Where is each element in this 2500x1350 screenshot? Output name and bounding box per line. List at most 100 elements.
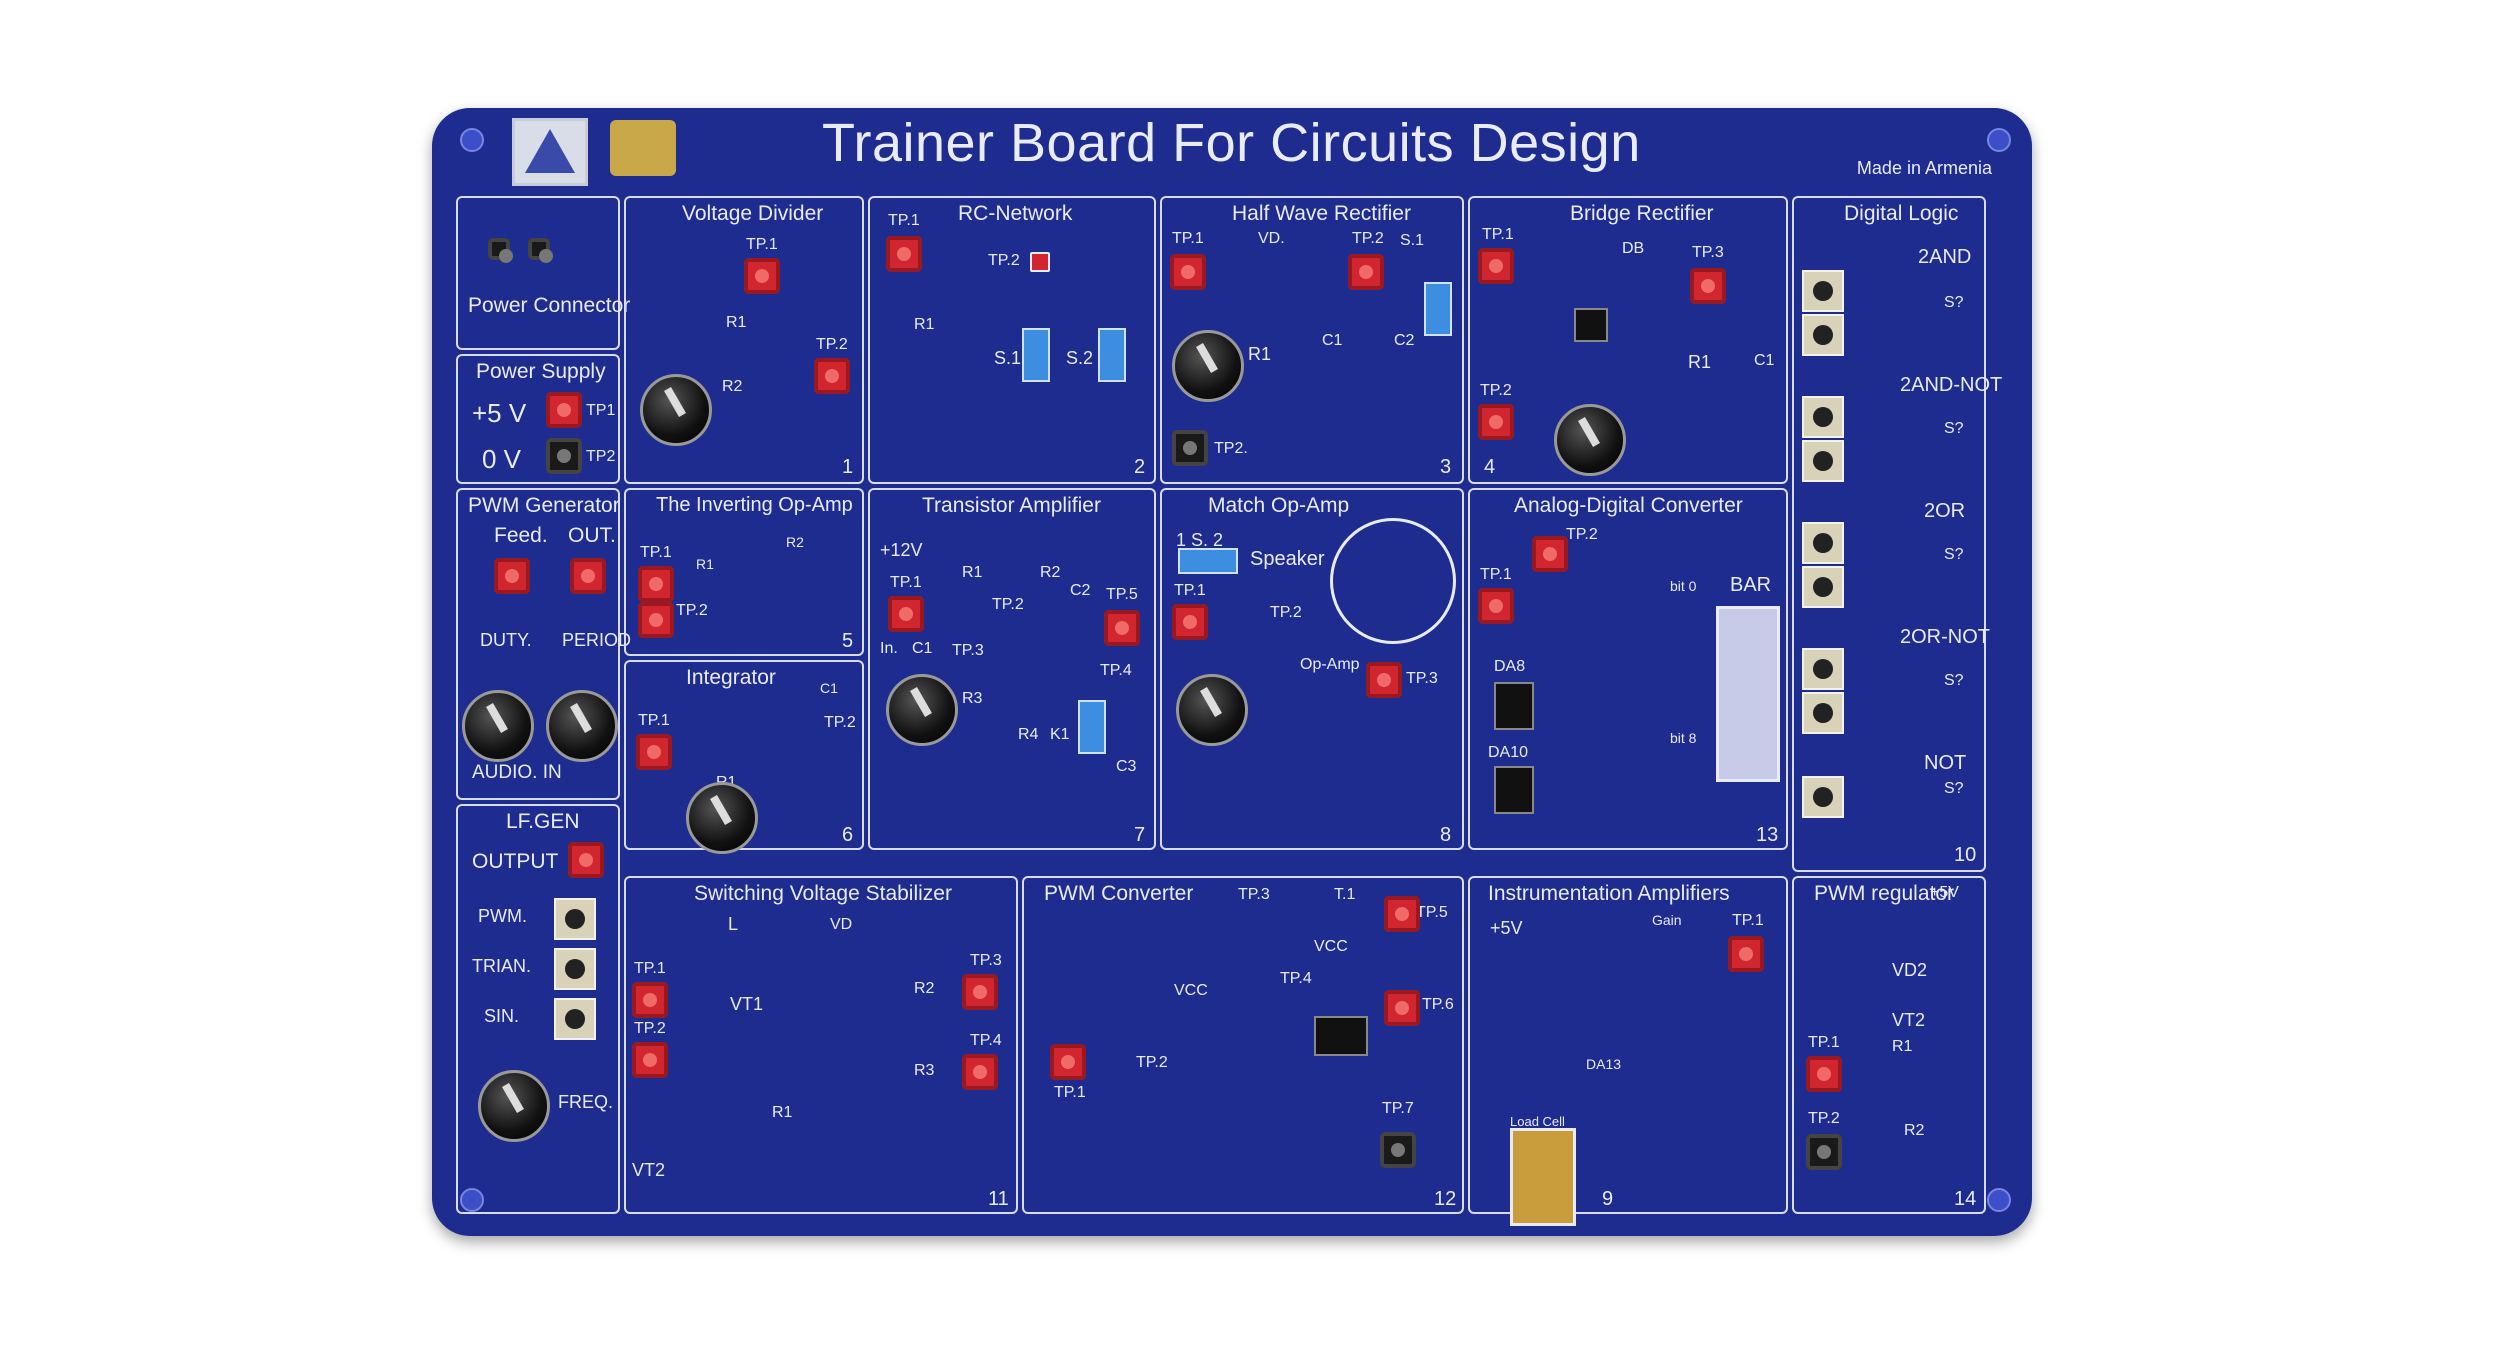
s-switch[interactable] xyxy=(1178,548,1238,574)
module-number: 13 xyxy=(1756,824,1779,846)
bridge-knob[interactable] xyxy=(1554,404,1626,476)
tp1-jack[interactable] xyxy=(1478,248,1514,284)
tp2-pin[interactable] xyxy=(1030,252,1050,272)
tp5-jack[interactable] xyxy=(1384,896,1420,932)
tp2-jack[interactable] xyxy=(1532,536,1568,572)
tp6-jack[interactable] xyxy=(1384,990,1420,1026)
power-socket[interactable] xyxy=(488,238,513,263)
pwm-button[interactable] xyxy=(554,898,596,940)
tp1-jack[interactable] xyxy=(744,258,780,294)
tp2-jack[interactable] xyxy=(632,1042,668,1078)
s1-switch[interactable] xyxy=(1424,282,1452,336)
k1-button[interactable] xyxy=(1802,522,1844,564)
volume-knob[interactable] xyxy=(1176,674,1248,746)
feed-jack[interactable] xyxy=(494,558,530,594)
tp5-jack[interactable] xyxy=(1104,610,1140,646)
label: DA8 xyxy=(1494,658,1526,675)
label: PWM. xyxy=(478,906,527,926)
tp1-jack[interactable] xyxy=(638,566,674,602)
period-knob[interactable] xyxy=(546,690,618,762)
tp3-jack[interactable] xyxy=(1690,268,1726,304)
label: TP.3 xyxy=(970,952,1002,969)
label: K1 xyxy=(1050,726,1070,743)
k1-button[interactable] xyxy=(1802,648,1844,690)
tp2-jack[interactable] xyxy=(638,602,674,638)
tp1-jack[interactable] xyxy=(632,982,668,1018)
s1-switch[interactable] xyxy=(1022,328,1050,382)
label: C1 xyxy=(1754,352,1775,369)
duty-knob[interactable] xyxy=(462,690,534,762)
label: TP.1 xyxy=(1482,226,1514,243)
label: S.1 xyxy=(994,348,1022,368)
k2-button[interactable] xyxy=(1802,440,1844,482)
label: VT2 xyxy=(632,1160,666,1180)
label: TP.2 xyxy=(1808,1110,1840,1127)
tp3-jack[interactable] xyxy=(962,974,998,1010)
tp2-jack[interactable] xyxy=(814,358,850,394)
freq-knob[interactable] xyxy=(478,1070,550,1142)
r1-knob[interactable] xyxy=(1172,330,1244,402)
r1-knob[interactable] xyxy=(640,374,712,446)
label: +5V xyxy=(1930,884,1959,901)
tp3-jack[interactable] xyxy=(1366,662,1402,698)
k2-button[interactable] xyxy=(1802,692,1844,734)
label: TP.1 xyxy=(1480,566,1512,583)
module-label: Bridge Rectifier xyxy=(1570,202,1714,225)
power-socket[interactable] xyxy=(528,238,553,263)
tp1-jack[interactable] xyxy=(1806,1056,1842,1092)
integrator-panel: Integrator TP.1 TP.2 C1 R1 6 xyxy=(624,660,864,854)
label: TP.2 xyxy=(816,336,848,353)
pwm-converter-panel: PWM Converter TP.3 T.1 TP.5 VCC TP.4 VCC… xyxy=(1022,876,1464,1214)
label: TP.4 xyxy=(1280,970,1312,987)
tp1-jack[interactable] xyxy=(636,734,672,770)
r1-knob[interactable] xyxy=(686,782,758,854)
label: PERIOD xyxy=(562,630,632,650)
trian-button[interactable] xyxy=(554,948,596,990)
tp2-jack[interactable] xyxy=(546,438,582,474)
tp1-jack[interactable] xyxy=(1478,588,1514,624)
k1-button[interactable] xyxy=(1802,776,1844,818)
sin-button[interactable] xyxy=(554,998,596,1040)
label: R1 xyxy=(914,316,935,333)
tp1-jack[interactable] xyxy=(1172,604,1208,640)
out-jack[interactable] xyxy=(570,558,606,594)
module-number: 14 xyxy=(1954,1188,1977,1210)
k1-switch[interactable] xyxy=(1078,700,1106,754)
module-label: Transistor Amplifier xyxy=(922,494,1101,517)
tp1-jack[interactable] xyxy=(1728,936,1764,972)
tp2-jack[interactable] xyxy=(1478,404,1514,440)
label: TP.1 xyxy=(890,574,922,591)
input-knob[interactable] xyxy=(886,674,958,746)
tp2-jack[interactable] xyxy=(1348,254,1384,290)
tp1-jack[interactable] xyxy=(546,392,582,428)
tp1-jack[interactable] xyxy=(1050,1044,1086,1080)
label: L xyxy=(728,914,739,934)
k1-button[interactable] xyxy=(1802,270,1844,312)
k2-button[interactable] xyxy=(1802,566,1844,608)
tp1-jack[interactable] xyxy=(886,236,922,272)
label: Gain xyxy=(1652,912,1682,928)
output-jack[interactable] xyxy=(568,842,604,878)
label: In. xyxy=(880,640,898,657)
label: TP.2 xyxy=(1352,230,1384,247)
tp1-jack[interactable] xyxy=(1170,254,1206,290)
label: OUT. xyxy=(568,524,616,547)
tp7-jack[interactable] xyxy=(1380,1132,1416,1168)
label: DA13 xyxy=(1586,1056,1622,1072)
k2-button[interactable] xyxy=(1802,314,1844,356)
led-bar-graph xyxy=(1716,606,1780,782)
k1-button[interactable] xyxy=(1802,396,1844,438)
tp2-jack[interactable] xyxy=(1806,1134,1842,1170)
label: S? xyxy=(1944,780,1964,797)
tp2-ground-jack[interactable] xyxy=(1172,430,1208,466)
label: TRIAN. xyxy=(472,956,532,976)
switching-stabilizer-panel: Switching Voltage Stabilizer L VD TP.1 V… xyxy=(624,876,1018,1214)
module-label: PWM regulator xyxy=(1814,882,1955,905)
label: R1 xyxy=(962,564,983,581)
module-label: Analog-Digital Converter xyxy=(1514,494,1743,517)
module-number: 8 xyxy=(1440,824,1452,846)
tp4-jack[interactable] xyxy=(962,1054,998,1090)
tp1-jack[interactable] xyxy=(888,596,924,632)
s2-switch[interactable] xyxy=(1098,328,1126,382)
label: R4 xyxy=(1018,726,1039,743)
